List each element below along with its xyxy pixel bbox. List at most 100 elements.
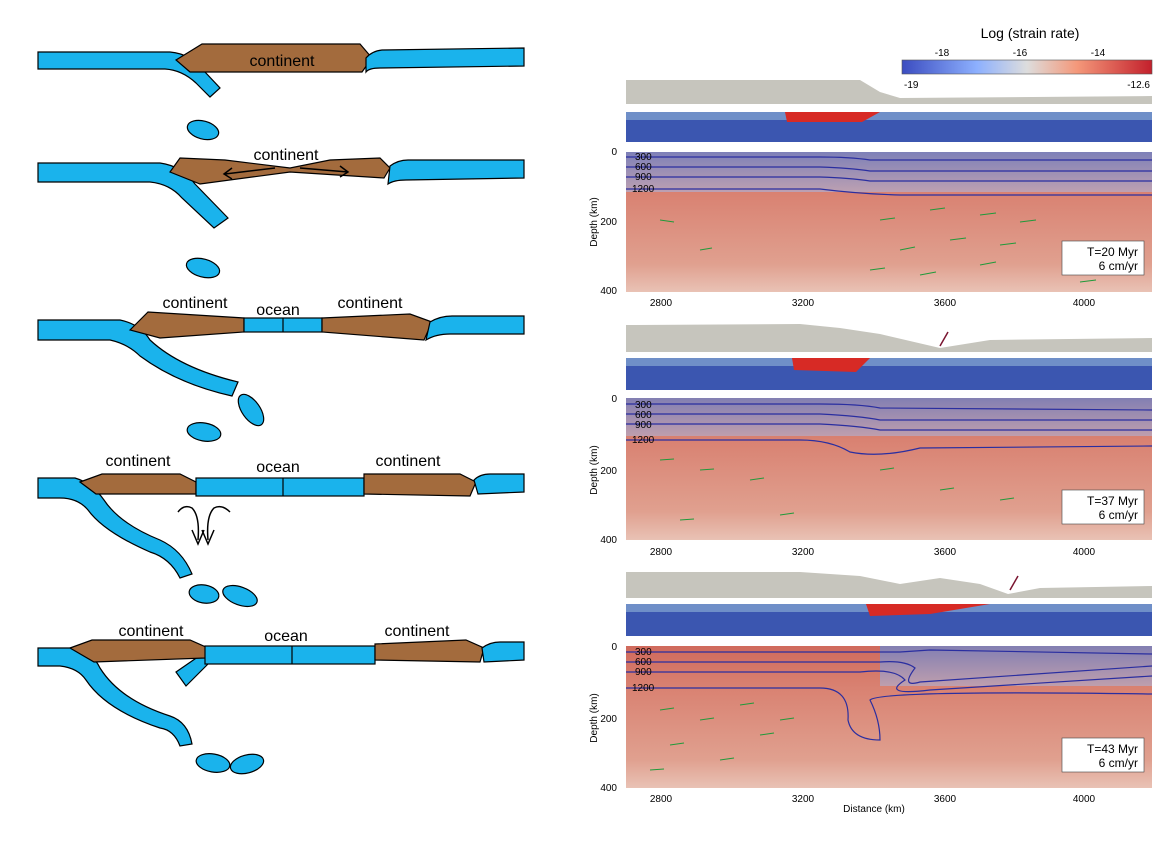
colorbar-tick: -16 [1013, 48, 1028, 59]
depth-tick: 0 [611, 642, 617, 653]
depth-tick: 200 [600, 217, 617, 228]
ocean-label: ocean [264, 628, 308, 645]
distance-tick: 3200 [792, 298, 815, 309]
isotherm-label: 900 [635, 420, 652, 431]
time-box [1061, 240, 1145, 276]
isotherms [626, 156, 1152, 196]
depth-tick: 400 [600, 286, 617, 297]
schematic-stage-4 [37, 473, 525, 608]
distance-tick: 3600 [934, 794, 957, 805]
oceanic-plate-left [37, 51, 221, 98]
distance-tick: 3600 [934, 298, 957, 309]
slab-fragment [188, 584, 220, 604]
depth-tick: 200 [600, 714, 617, 725]
crust-upper [626, 112, 1152, 120]
depth-axis-label: Depth (km) [589, 197, 600, 246]
depth-tick: 0 [611, 147, 617, 158]
time-label: T=37 Myr [1087, 494, 1138, 508]
continent-label-right: continent [338, 295, 403, 312]
ocean-basin [195, 477, 365, 497]
oceanic-plate-right [481, 641, 525, 663]
colorbar: Log (strain rate) -18 -16 -14 -19 -12.6 [901, 25, 1153, 91]
distance-tick: 4000 [1073, 547, 1096, 558]
isotherm-label: 600 [635, 162, 652, 173]
time-label: T=20 Myr [1087, 245, 1138, 259]
distance-axis-label: Distance (km) [843, 804, 905, 815]
topography-profile [626, 572, 1152, 598]
continent-label: continent [250, 53, 315, 70]
strain-zone [792, 358, 870, 372]
isotherm-label: 300 [635, 400, 652, 411]
model-panel-1: 300 600 900 1200 T=20 Myr 6 cm/yr 0 200 … [589, 80, 1152, 309]
depth-axis-label: Depth (km) [589, 445, 600, 494]
speed-label: 6 cm/yr [1099, 508, 1138, 522]
distance-tick: 2800 [650, 794, 673, 805]
isotherm-label: 1200 [632, 435, 655, 446]
isotherm-label: 300 [635, 152, 652, 163]
topography-profile [626, 80, 1152, 104]
distance-tick: 4000 [1073, 794, 1096, 805]
colorbar-title: Log (strain rate) [981, 25, 1080, 41]
isotherm-label: 1200 [632, 184, 655, 195]
thinning-continent [169, 157, 391, 185]
trench-marker [939, 331, 949, 347]
continent-right [363, 473, 477, 497]
crust-upper [626, 358, 1152, 366]
depth-tick: 400 [600, 535, 617, 546]
oceanic-plate-right [473, 473, 525, 495]
continent-label-left: continent [163, 295, 228, 312]
speed-label: 6 cm/yr [1099, 259, 1138, 273]
distance-tick: 4000 [1073, 298, 1096, 309]
slab-fragment [185, 257, 221, 279]
continent-label-right: continent [385, 623, 450, 640]
slab-fragment [222, 584, 258, 608]
distance-tick: 3600 [934, 547, 957, 558]
colorbar-tick: -14 [1091, 48, 1106, 59]
oceanic-plate-right [365, 47, 525, 74]
depth-axis-label: Depth (km) [589, 693, 600, 742]
colorbar-min: -19 [904, 80, 919, 91]
velocity-vectors [649, 702, 795, 771]
slab-left [37, 162, 229, 229]
downwelling-arrows [177, 505, 231, 546]
depth-tick: 400 [600, 783, 617, 794]
isotherm-label: 300 [635, 647, 652, 658]
velocity-vectors [659, 458, 1015, 521]
ocean-label: ocean [256, 302, 300, 319]
continent-left [68, 639, 209, 663]
topography-profile [626, 324, 1152, 352]
continent-label: continent [254, 147, 319, 164]
lithosphere [626, 152, 1152, 192]
continent-left [78, 473, 197, 495]
model-panel-3: 300 600 900 1200 T=43 Myr 6 cm/yr 0 200 … [589, 572, 1153, 815]
slab-fragment [229, 753, 265, 775]
depth-tick: 200 [600, 466, 617, 477]
isotherm-label: 600 [635, 657, 652, 668]
slab-left [37, 477, 193, 579]
depth-tick: 0 [611, 394, 617, 405]
slab-fragment [186, 119, 220, 141]
strain-zone [866, 604, 990, 616]
isotherm-label: 600 [635, 410, 652, 421]
isotherm-label: 1200 [632, 683, 655, 694]
colorbar-gradient [901, 59, 1153, 75]
continent-label-left: continent [106, 453, 171, 470]
slab-left [37, 647, 193, 747]
continent-right [321, 313, 433, 341]
velocity-vectors [659, 207, 1097, 283]
continent-label-left: continent [119, 623, 184, 640]
schematic-stage-2 [37, 157, 525, 279]
distance-tick: 3200 [792, 794, 815, 805]
distance-tick: 2800 [650, 298, 673, 309]
continent-left [128, 311, 245, 339]
ocean-basin [204, 645, 376, 665]
oceanic-plate-right [425, 315, 525, 342]
time-box [1061, 737, 1145, 773]
colorbar-max: -12.6 [1127, 80, 1150, 91]
speed-label: 6 cm/yr [1099, 756, 1138, 770]
ocean-label: ocean [256, 459, 300, 476]
slab-fragment [237, 393, 265, 427]
trench-marker [1009, 575, 1019, 591]
continent-right [374, 639, 485, 663]
